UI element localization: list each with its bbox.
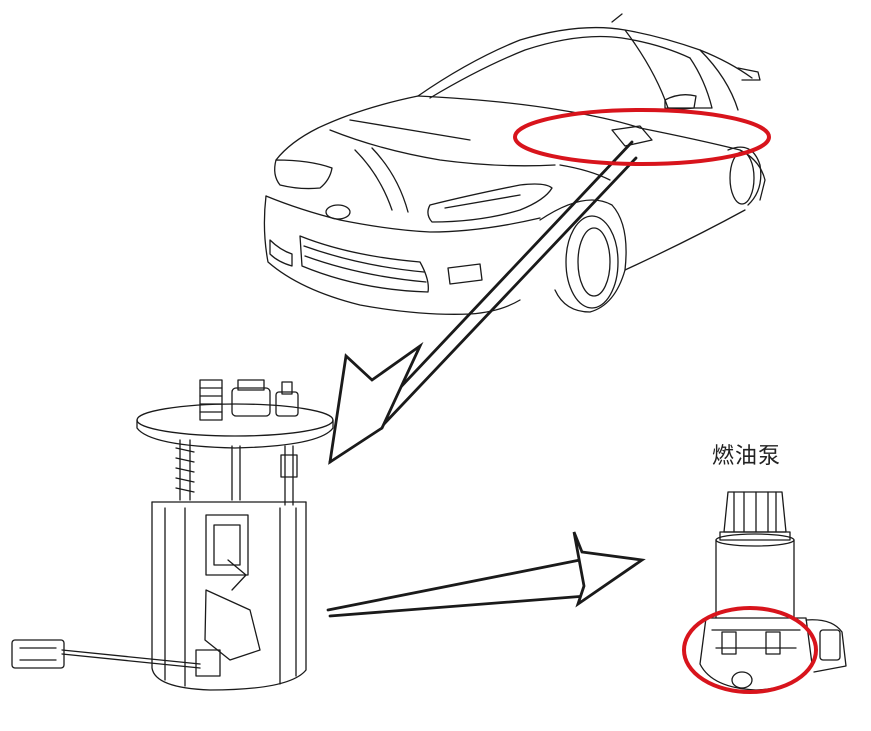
arrow-module-to-pump (328, 532, 642, 616)
fuel-filler-highlight (515, 110, 769, 164)
arrow-car-to-module (330, 142, 636, 462)
sports-car-drawing (264, 14, 765, 314)
fuel-pump-label: 燃油泵 (712, 444, 782, 469)
pump-base-highlight (684, 608, 816, 692)
fuel-pump-module-drawing (12, 380, 333, 690)
fuel-pump-drawing (700, 492, 846, 690)
